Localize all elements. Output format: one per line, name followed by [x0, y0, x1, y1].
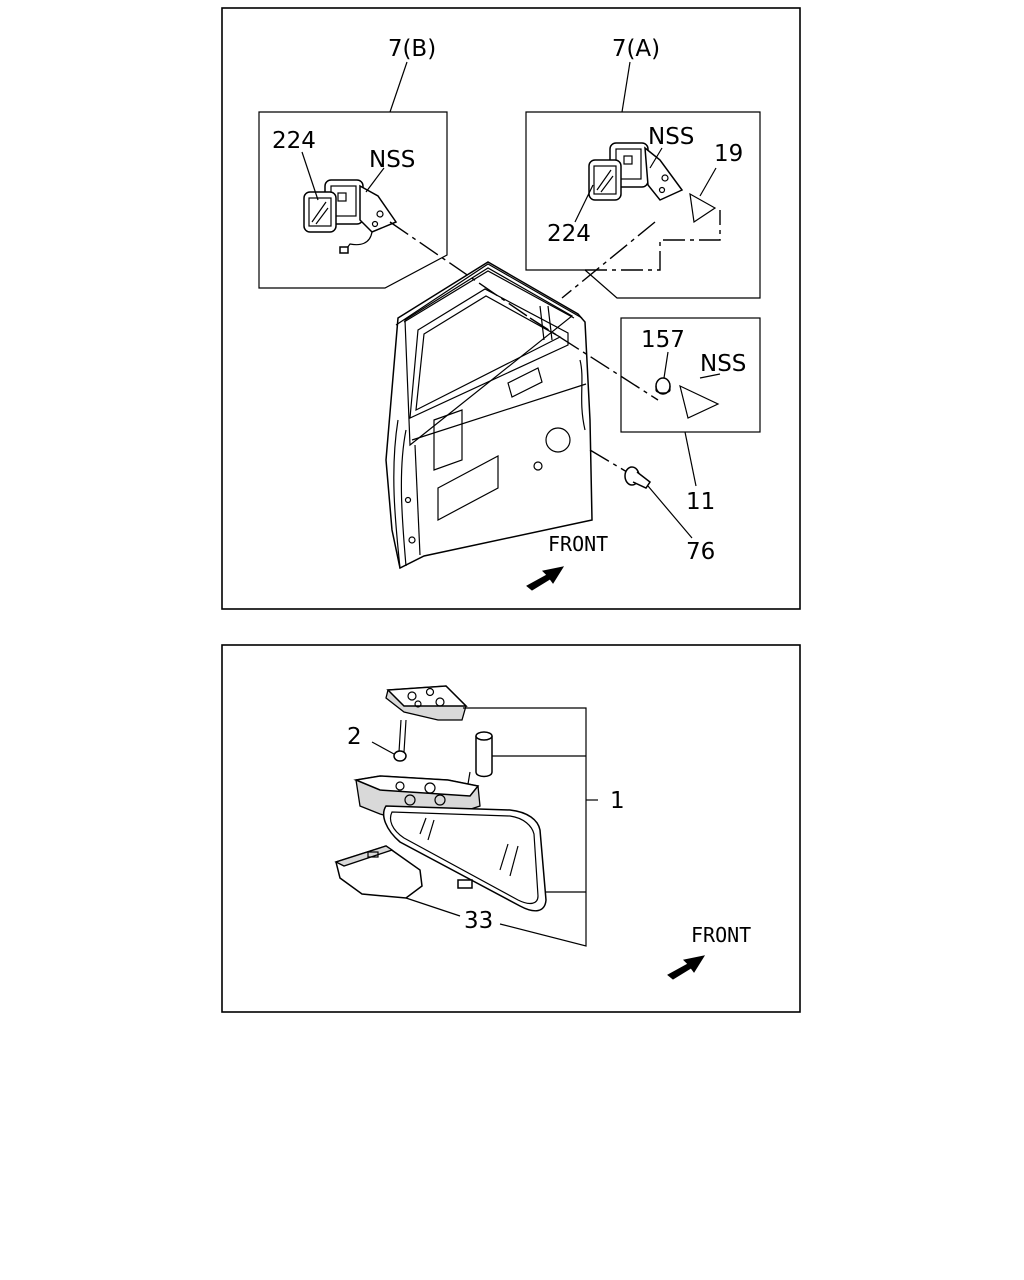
callout-2: 2 [347, 724, 362, 750]
callout-nss-b: NSS [369, 147, 415, 173]
mirror-b-assembly [303, 179, 398, 254]
mount-plate [385, 685, 468, 721]
door-panel [385, 261, 593, 570]
callout-76: 76 [686, 539, 715, 565]
callout-7b: 7(B) [388, 36, 436, 62]
callout-224-b: 224 [272, 128, 316, 154]
top-panel-frame [221, 7, 801, 610]
front-arrow-top [526, 566, 565, 591]
callout-19: 19 [714, 141, 743, 167]
rear-view-mirror [382, 805, 547, 912]
callout-224-a: 224 [547, 221, 591, 247]
pin [467, 731, 493, 785]
bottom-panel-frame [221, 644, 801, 1013]
front-label-bottom: FRONT [691, 923, 751, 947]
callout-157: 157 [641, 327, 685, 353]
callout-1: 1 [610, 788, 625, 814]
inset-mirror-b [258, 61, 448, 289]
inset-mirror-a [525, 61, 761, 299]
callout-7a: 7(A) [612, 36, 660, 62]
callout-nss-c: NSS [700, 351, 746, 377]
bottom-panel: 2 1 33 FRONT [221, 644, 801, 1013]
callout-33: 33 [464, 908, 493, 934]
front-label-top: FRONT [548, 532, 608, 556]
inset-part-11 [620, 317, 761, 487]
front-arrow-bottom [667, 955, 706, 980]
callout-nss-a: NSS [648, 124, 694, 150]
clip-76 [624, 466, 693, 539]
top-panel: 7(B) 7(A) 224 NSS NSS 19 224 157 NSS 11 … [221, 7, 801, 610]
callout-11: 11 [686, 489, 715, 515]
screw-2 [371, 719, 407, 762]
mirror-a-assembly [588, 142, 717, 224]
cover-33 [334, 845, 423, 899]
